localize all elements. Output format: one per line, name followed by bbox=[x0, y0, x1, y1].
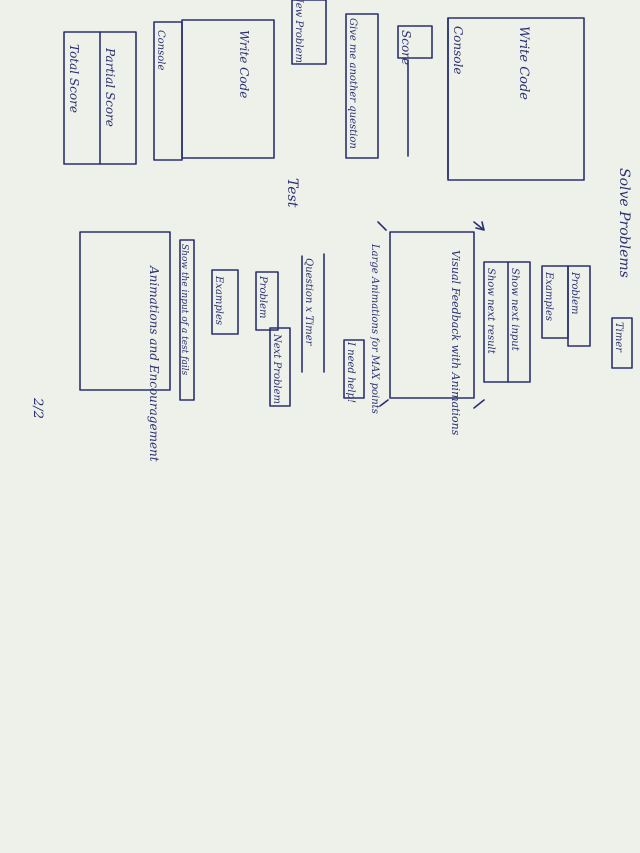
show-input-fail-label: Show the input of a test fails bbox=[179, 244, 189, 376]
solve-problems-title: Solve Problems bbox=[616, 168, 632, 278]
question-timer-bracket bbox=[301, 253, 325, 373]
console-panel-mid bbox=[153, 21, 183, 161]
problem-box-small bbox=[255, 271, 279, 331]
give-another-question-label: Give me another question bbox=[347, 18, 358, 149]
show-input-fail-box bbox=[179, 239, 195, 401]
i-need-help-label: I need help! bbox=[345, 341, 356, 403]
console-mid-label: Console bbox=[155, 30, 166, 70]
partial-score-label: Partial Score bbox=[103, 47, 117, 127]
write-code-panel-mid bbox=[181, 19, 275, 159]
total-score-label: Total Score bbox=[67, 44, 81, 113]
problem-label: Problem bbox=[569, 271, 580, 315]
new-problem-button bbox=[291, 0, 327, 65]
question-timer-label: Question x Timer bbox=[303, 258, 314, 347]
i-need-help-button bbox=[343, 339, 365, 399]
show-next-input-label: Show next input bbox=[509, 268, 520, 352]
examples-small-label: Examples bbox=[213, 275, 224, 325]
examples-label: Examples bbox=[543, 271, 554, 321]
page-number: 2/2 bbox=[30, 397, 45, 419]
examples-box-small bbox=[211, 269, 239, 335]
examples-box bbox=[541, 265, 569, 339]
visual-feedback-label: Visual Feedback with Animations bbox=[449, 250, 462, 436]
score-label: Score bbox=[399, 30, 413, 65]
new-problem-label: New Problem bbox=[293, 0, 304, 63]
corner-arrow-bottom-right bbox=[473, 399, 485, 409]
score-box bbox=[397, 25, 433, 59]
encouragement-panel bbox=[79, 231, 171, 391]
write-code-panel-top bbox=[447, 17, 585, 181]
problem-small-label: Problem bbox=[257, 275, 268, 319]
next-problem-button bbox=[269, 327, 291, 407]
show-next-box bbox=[483, 261, 531, 383]
timer-box bbox=[611, 317, 633, 369]
timer-label: Timer bbox=[613, 322, 624, 353]
console-top-label: Console bbox=[451, 26, 465, 74]
corner-arrow-top-right bbox=[473, 221, 485, 231]
visual-feedback-panel bbox=[389, 231, 475, 399]
show-next-result-label: Show next result bbox=[485, 268, 496, 355]
next-problem-label: Next Problem bbox=[271, 333, 282, 404]
give-another-question-button bbox=[345, 13, 379, 159]
write-code-mid-label: Write Code bbox=[237, 30, 251, 98]
test-label: Test bbox=[284, 178, 300, 208]
large-animations-label: Large Animations for MAX points bbox=[369, 243, 380, 414]
write-code-top-label: Write Code bbox=[516, 26, 531, 100]
animations-encouragement-label: Animations and Encouragement bbox=[147, 265, 161, 462]
corner-arrow-top-left bbox=[377, 221, 387, 231]
corner-arrow-bottom-left bbox=[379, 399, 389, 407]
